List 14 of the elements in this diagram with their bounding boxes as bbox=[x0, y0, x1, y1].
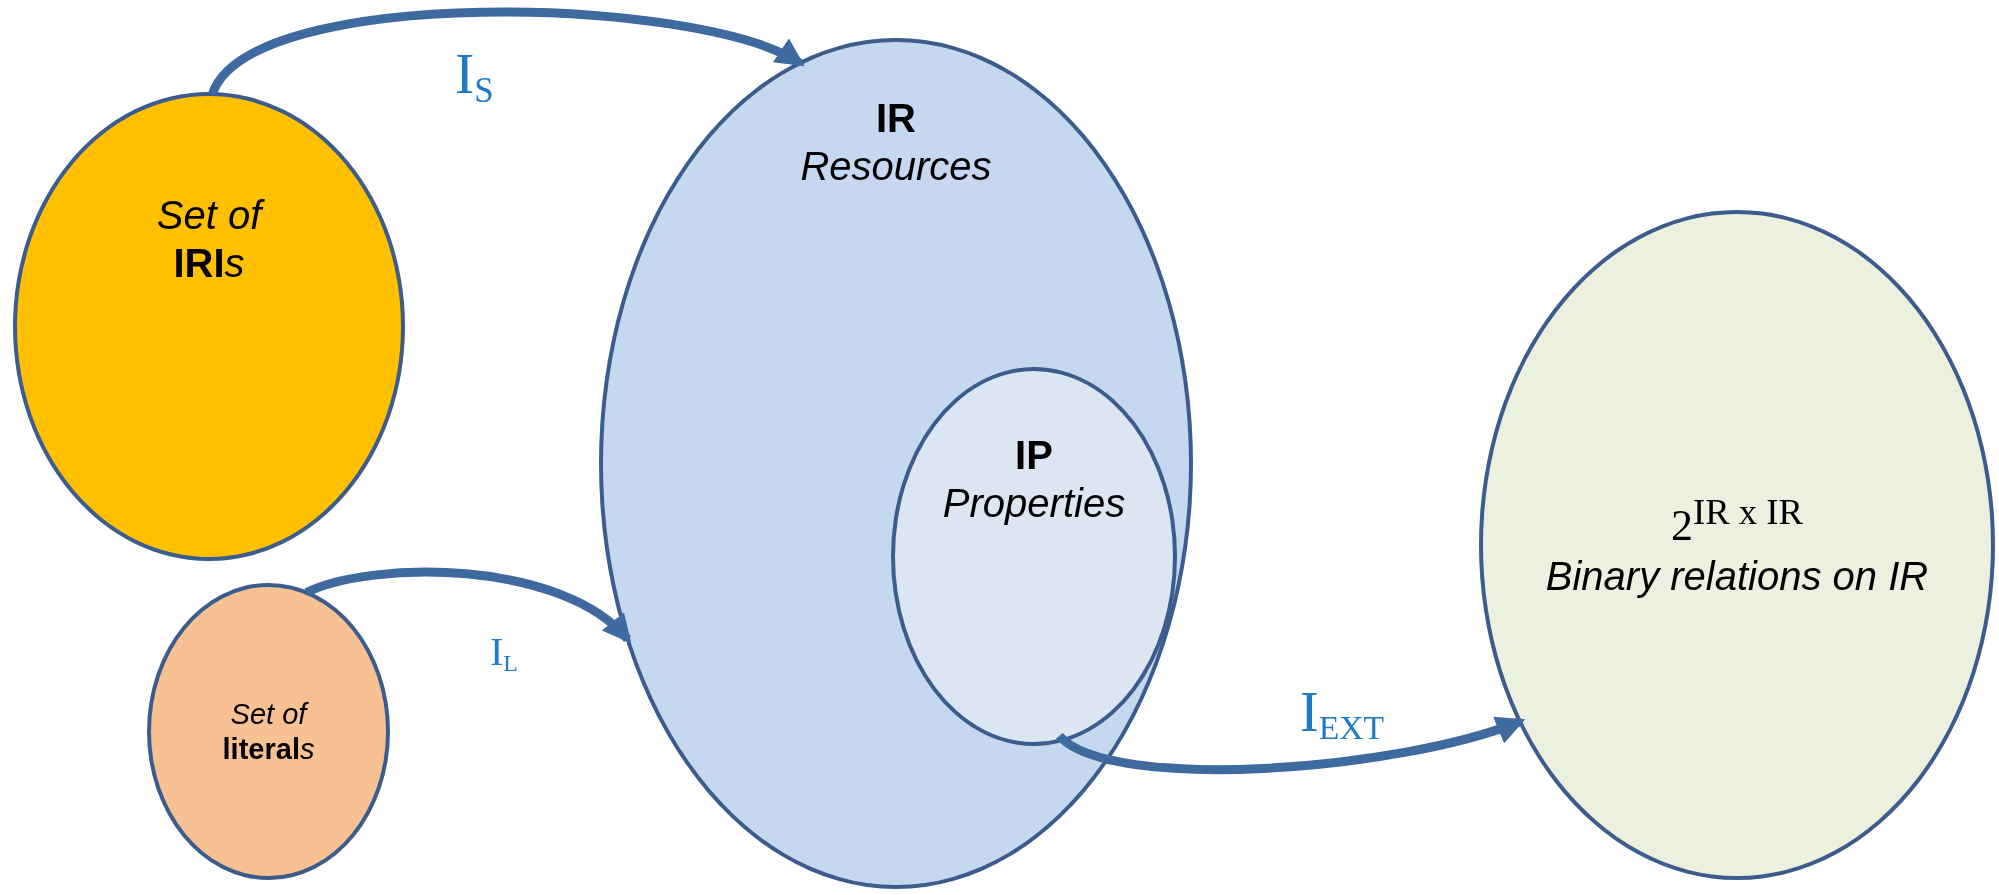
edge-label: I$_{L}$ bbox=[490, 628, 518, 677]
set-name: IR bbox=[876, 95, 916, 142]
edge-label: I$_{EXT}$ bbox=[1300, 680, 1384, 748]
curved-arrow bbox=[304, 567, 632, 644]
curved-arrow bbox=[208, 7, 806, 97]
set-label: Resources bbox=[800, 143, 992, 190]
set-label: Binary relations on IR bbox=[1545, 553, 1929, 601]
set-label: Properties bbox=[942, 480, 1126, 527]
set-label: Set of IRIs bbox=[124, 191, 294, 287]
set-label: Set of literals bbox=[221, 696, 316, 767]
set-name: 2$^{IR x IR}$ bbox=[1671, 489, 1803, 552]
edge-label: I$_{S}$ bbox=[455, 40, 494, 111]
curved-arrow bbox=[1056, 715, 1526, 775]
set-name: IP bbox=[1015, 432, 1053, 479]
